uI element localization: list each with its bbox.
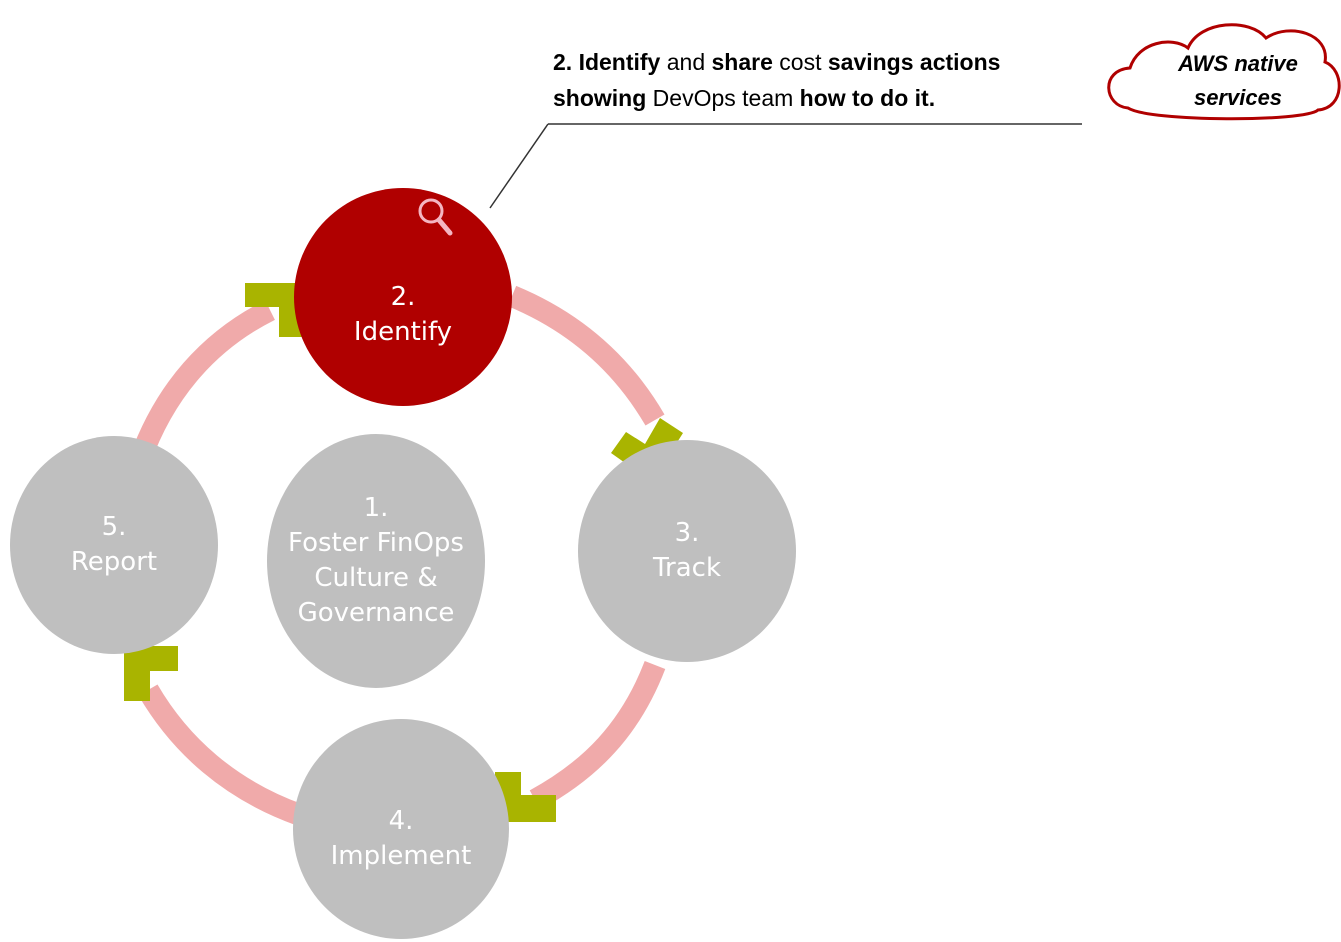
step-label: Implement: [330, 841, 472, 871]
arc-track-to-implement: [529, 660, 666, 810]
callout-segment: and: [660, 49, 712, 75]
step-number: 3.: [674, 518, 700, 548]
callout-segment: cost: [772, 49, 828, 75]
aws-native-services-label: AWS native services: [1148, 47, 1328, 115]
step-implement[interactable]: 4. Implement: [293, 719, 509, 939]
arrow-marker-implement-to-report: [124, 646, 178, 701]
arrow-marker-report-to-identify: [245, 283, 303, 337]
arrow-marker-track-to-implement: [495, 772, 556, 822]
arc-report-to-identify: [129, 300, 275, 464]
step-report[interactable]: 5. Report: [10, 436, 218, 654]
step-label: Identify: [353, 317, 453, 347]
step-label: Report: [70, 547, 158, 577]
callout-segment: DevOps team: [646, 85, 800, 111]
step-track[interactable]: 3. Track: [578, 440, 796, 662]
step-label: Foster FinOps Culture & Governance: [288, 528, 464, 628]
cloud-text-line-1: AWS native: [1178, 51, 1298, 76]
callout-segment: showing: [553, 85, 647, 111]
step-foster-culture[interactable]: 1. Foster FinOps Culture & Governance: [267, 434, 485, 688]
step-number: 4.: [388, 806, 414, 836]
callout-segment: 2. Identify: [553, 49, 661, 75]
step-identify[interactable]: 2. Identify: [294, 188, 512, 406]
callout-segment: how to do it.: [799, 85, 936, 111]
callout-segment: share: [711, 49, 773, 75]
search-icon: [418, 198, 453, 236]
callout-leader-line: [489, 123, 549, 209]
callout-line-1: 2. Identify and share cost savings actio…: [553, 44, 1113, 80]
cloud-icon: [1107, 23, 1341, 121]
callout-segment: savings actions: [827, 49, 1001, 75]
identify-callout: 2. Identify and share cost savings actio…: [553, 44, 1113, 116]
arc-identify-to-track: [507, 285, 665, 426]
step-number: 2.: [390, 282, 416, 312]
arc-implement-to-report: [138, 684, 304, 826]
step-number: 1.: [363, 493, 389, 523]
step-label: Track: [652, 553, 722, 583]
step-number: 5.: [101, 512, 127, 542]
callout-line-2: showing DevOps team how to do it.: [553, 80, 1113, 116]
cloud-text-line-2: services: [1193, 85, 1283, 110]
